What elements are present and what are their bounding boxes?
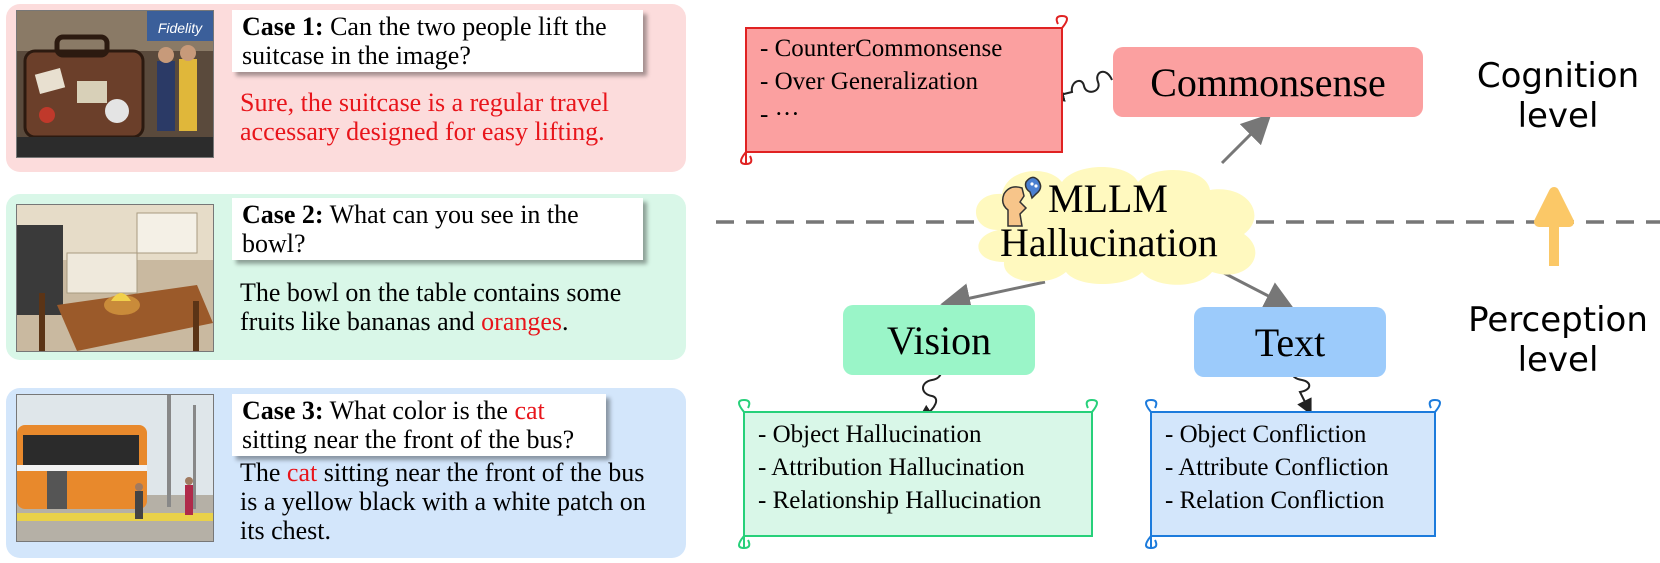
perception-label-line1: Perception [1468, 300, 1648, 340]
case-1-answer: Sure, the suitcase is a regular travel a… [240, 88, 609, 146]
commonsense-list: - CounterCommonsense - Over Generalizati… [760, 32, 1002, 131]
vision-item: - Attribution Hallucination [758, 454, 1025, 481]
text-node: Text [1194, 307, 1386, 377]
perception-label-line2: level [1517, 340, 1599, 380]
curl-connector-commonsense [1048, 70, 1113, 102]
case-3-answer: The cat sitting near the front of the bu… [240, 458, 660, 545]
arrow-to-vision [940, 280, 1046, 313]
case-2-answer-part-1: The bowl on the table contains some frui… [240, 278, 622, 336]
case-2-image [16, 204, 214, 352]
case-3-question-part-1: What color is the [323, 396, 515, 425]
commonsense-item: - CounterCommonsense [760, 35, 1003, 62]
case-1-panel: Fidelity Case 1: Can the two people lift… [6, 4, 686, 172]
perception-level-label: Perception level [1458, 300, 1658, 380]
case-1-label: Case 1: [242, 12, 324, 41]
case-2-question: Case 2: What can you see in the bowl? [232, 198, 643, 260]
arrow-to-text [1217, 268, 1295, 310]
text-item: - Relation Confliction [1165, 487, 1385, 514]
mllm-hallucination-cloud: MLLM Hallucination [958, 160, 1278, 286]
case-3-question-part-3: sitting near the front of the bus? [242, 425, 575, 454]
cognition-label-line1: Cognition [1476, 56, 1640, 96]
cognition-up-arrow [1534, 187, 1574, 266]
text-list: - Object Confliction - Attribute Conflic… [1165, 418, 1389, 517]
case-3-image [16, 394, 214, 542]
vision-item: - Relationship Hallucination [758, 487, 1042, 514]
case-2-label: Case 2: [242, 200, 324, 229]
commonsense-scroll: - CounterCommonsense - Over Generalizati… [736, 12, 1076, 168]
text-item: - Attribute Confliction [1165, 454, 1389, 481]
commonsense-node: Commonsense [1113, 47, 1423, 117]
commonsense-scroll-shape [740, 14, 1068, 166]
center-title-line1: MLLM [1048, 176, 1168, 221]
center-title-line2: Hallucination [1000, 220, 1218, 265]
case-2-answer-part-3: . [562, 307, 569, 336]
case-2-answer: The bowl on the table contains some frui… [240, 278, 670, 336]
case-3-answer-highlight: cat [286, 458, 318, 487]
commonsense-item: - ··· [760, 101, 800, 128]
text-scroll: - Object Confliction - Attribute Conflic… [1141, 396, 1447, 554]
case-3-question: Case 3: What color is the cat sitting ne… [232, 394, 606, 456]
brain-head-icon [1001, 176, 1042, 227]
vision-list: - Object Hallucination - Attribution Hal… [758, 418, 1041, 517]
case-2-question-text: What can you see in the bowl? [242, 200, 579, 258]
vision-node: Vision [843, 305, 1035, 375]
case-1-image: Fidelity [16, 10, 214, 158]
text-scroll-shape [1145, 398, 1441, 550]
case-2-answer-highlight: oranges [481, 307, 563, 336]
case-3-answer-part-3: sitting near the front of the bus is a y… [240, 458, 646, 545]
cognition-level-label: Cognition level [1458, 56, 1658, 136]
arrow-to-commonsense [1220, 113, 1272, 165]
cloud-shape [975, 167, 1256, 285]
case-1-question-text: Can the two people lift the suitcase in … [242, 12, 607, 70]
case-1-question: Case 1: Can the two people lift the suit… [232, 10, 643, 72]
cognition-label-line2: level [1517, 96, 1599, 136]
photo-sign-text: Fidelity [158, 20, 203, 36]
vision-scroll-shape [738, 398, 1098, 550]
case-3-panel: Case 3: What color is the cat sitting ne… [6, 388, 686, 558]
case-3-answer-part-1: The [240, 458, 287, 487]
vision-scroll: - Object Hallucination - Attribution Hal… [734, 396, 1104, 554]
case-2-panel: Case 2: What can you see in the bowl? Th… [6, 194, 686, 360]
case-3-question-highlight: cat [514, 396, 545, 425]
vision-item: - Object Hallucination [758, 421, 982, 448]
commonsense-item: - Over Generalization [760, 68, 978, 95]
case-3-label: Case 3: [242, 396, 324, 425]
text-item: - Object Confliction [1165, 421, 1367, 448]
